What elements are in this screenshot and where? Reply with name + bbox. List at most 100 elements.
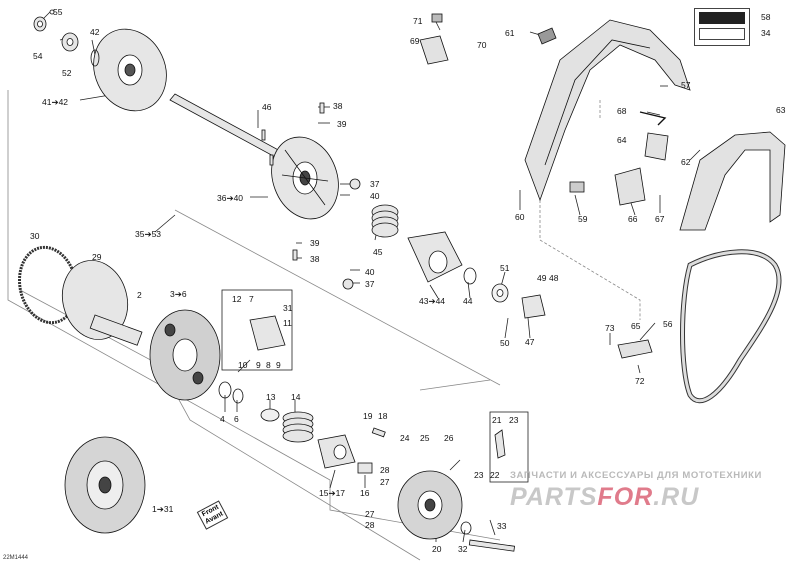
watermark-brand-c: .RU	[653, 483, 700, 511]
callout-34: 34	[761, 28, 771, 38]
callout-21: 21	[492, 415, 502, 425]
callout-70: 70	[477, 40, 487, 50]
stopper-21	[494, 429, 506, 459]
callout-43-44: 43➔44	[419, 296, 446, 306]
callout-9a: 9	[256, 360, 261, 370]
plate-59	[569, 181, 585, 193]
callout-38b: 38	[310, 254, 320, 264]
callout-12: 12	[232, 294, 242, 304]
cam-15	[317, 434, 356, 469]
callout-3-6: 3➔6	[170, 289, 187, 299]
sliding-sheave-3	[149, 309, 221, 401]
bracket-66	[614, 167, 646, 206]
washer-51	[491, 283, 509, 303]
ring-42	[90, 49, 100, 67]
callout-27b: 27	[365, 509, 375, 519]
callout-11: 11	[283, 318, 292, 328]
ring-44	[463, 267, 477, 285]
callout-31a: 31	[283, 303, 293, 313]
callout-8: 8	[266, 360, 271, 370]
callout-24: 24	[400, 433, 410, 443]
spider-36	[271, 136, 339, 220]
watermark-tagline: ЗАПЧАСТИ И АКСЕССУАРЫ ДЛЯ МОТОТЕХНИКИ	[510, 470, 762, 481]
callout-2: 2	[137, 290, 142, 300]
callout-46: 46	[262, 102, 272, 112]
callout-48: 48	[549, 273, 559, 283]
subgroup-box-arms	[221, 289, 293, 371]
callout-1-31: 1➔31	[152, 504, 174, 514]
callout-40b: 40	[365, 267, 375, 277]
callout-67: 67	[655, 214, 665, 224]
callout-45: 45	[373, 247, 383, 257]
callout-63: 63	[776, 105, 786, 115]
ring-6	[232, 388, 244, 404]
callout-71: 71	[413, 16, 423, 26]
callout-4: 4	[220, 414, 225, 424]
hub-20	[397, 470, 463, 540]
callout-13: 13	[266, 392, 276, 402]
bearing-52	[61, 32, 79, 52]
callout-7: 7	[249, 294, 254, 304]
callout-64: 64	[617, 135, 627, 145]
callout-66: 66	[628, 214, 638, 224]
bolt-38a	[319, 102, 325, 114]
callout-19: 19	[363, 411, 373, 421]
callout-40a: 40	[370, 191, 380, 201]
callout-57: 57	[681, 80, 691, 90]
callout-54: 54	[33, 51, 43, 61]
belt-guard-57	[524, 19, 691, 202]
bracket-64	[644, 132, 669, 161]
watermark-brand-b: FOR	[597, 483, 654, 511]
callout-60: 60	[515, 212, 525, 222]
callout-28b: 28	[365, 520, 375, 530]
callout-36-40: 36➔40	[217, 193, 244, 203]
washer-55	[49, 9, 55, 15]
sheave-fixed	[93, 28, 167, 112]
callout-68: 68	[617, 106, 627, 116]
pin-68	[639, 111, 667, 126]
bushing-16	[357, 462, 373, 474]
clamp-47	[521, 294, 546, 319]
assembled-pulley-1	[64, 436, 146, 534]
watermark-brand: PARTSFOR.RU	[510, 483, 699, 512]
callout-65: 65	[631, 321, 641, 331]
callout-51: 51	[500, 263, 510, 273]
label-legend	[694, 8, 750, 46]
bolt-33	[468, 539, 516, 552]
drawing-code: 22M1444	[3, 555, 29, 561]
rollers-37	[342, 178, 361, 290]
callout-28a: 28	[380, 465, 390, 475]
callout-37a: 37	[370, 179, 380, 189]
bracket-69	[419, 35, 449, 65]
callout-35-53: 35➔53	[135, 229, 162, 239]
ring-54	[33, 16, 47, 32]
spring-45	[371, 204, 399, 238]
callout-29: 29	[92, 252, 102, 262]
callout-30: 30	[30, 231, 40, 241]
callout-9b: 9	[276, 360, 281, 370]
warning-label-icon	[699, 12, 745, 24]
callout-27a: 27	[380, 477, 390, 487]
callout-69: 69	[410, 36, 420, 46]
bolt-46	[261, 129, 274, 166]
callout-15-17: 15➔17	[319, 488, 346, 498]
ring-4	[218, 381, 232, 399]
callout-38a: 38	[333, 101, 343, 111]
arm-set-7	[249, 315, 286, 351]
callout-59: 59	[578, 214, 588, 224]
callout-52: 52	[62, 68, 72, 78]
watermark-brand-a: PARTS	[510, 483, 598, 511]
callout-26: 26	[444, 433, 454, 443]
callout-23a: 23	[509, 415, 519, 425]
bolt-38b	[292, 249, 298, 261]
sheave-2	[62, 260, 143, 346]
shield-62	[679, 131, 786, 231]
cup-43	[407, 231, 463, 283]
subgroup-box-stoppers	[489, 411, 529, 483]
callout-56: 56	[663, 319, 673, 329]
callout-14: 14	[291, 392, 301, 402]
drive-belt-56	[680, 249, 782, 404]
callout-25: 25	[420, 433, 430, 443]
callout-55: 55	[53, 7, 63, 17]
